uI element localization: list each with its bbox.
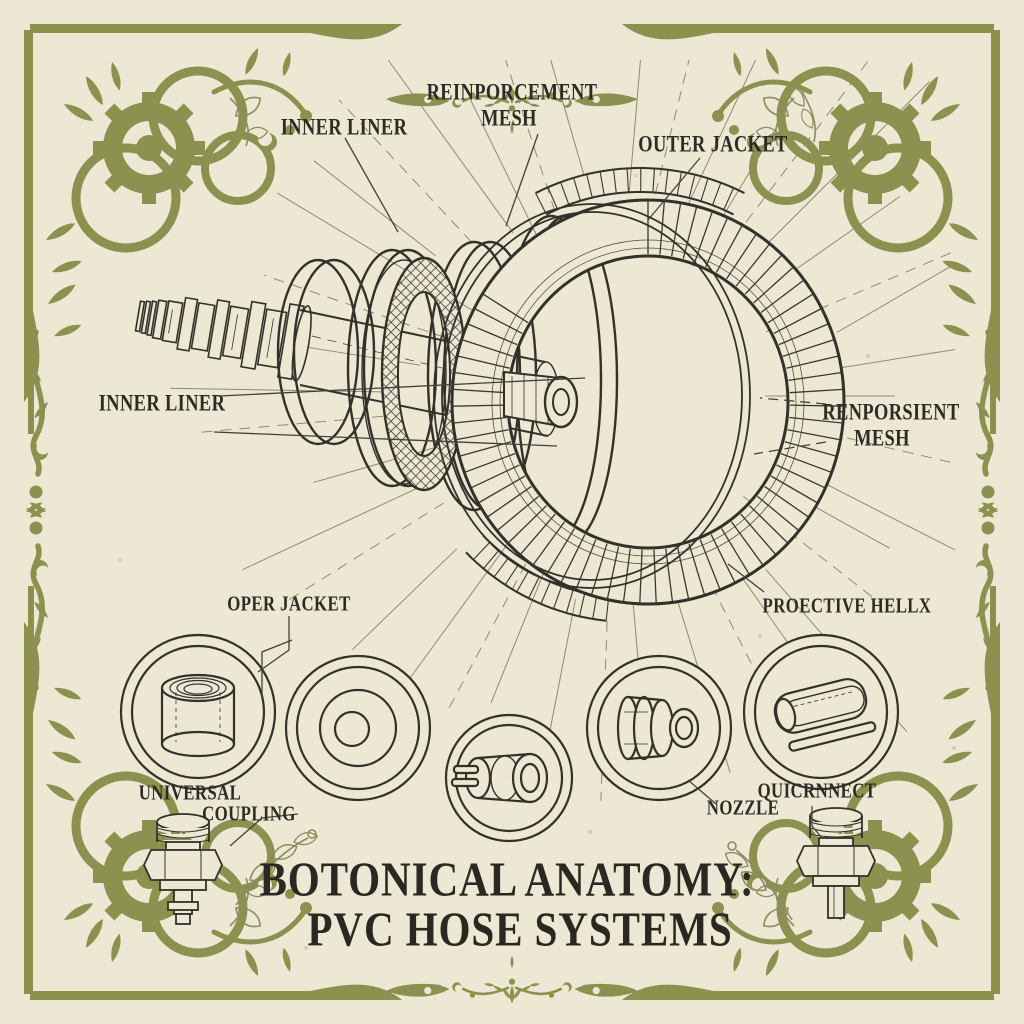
callout-inner-liner-top: INNER LINER bbox=[280, 114, 408, 140]
callout-reinforcement-mesh-right-line2: MESH bbox=[854, 425, 910, 451]
outer-jacket-ring bbox=[433, 198, 846, 606]
detail-medallions bbox=[119, 633, 900, 843]
medallion-cutaway-ring bbox=[284, 654, 432, 802]
callout-inner-liner-left: INNER LINER bbox=[98, 390, 226, 416]
corner-fittings bbox=[143, 807, 876, 925]
poster-title-line2: PVC HOSE SYSTEMS bbox=[307, 901, 733, 957]
callout-protective-helix: PROECTIVE HELLX bbox=[762, 593, 932, 618]
center-flourish-bottom bbox=[386, 956, 638, 1003]
sketched-sprigs bbox=[235, 82, 818, 921]
callout-universal-coupling-line2: COUPLING bbox=[202, 801, 296, 826]
callout-reinforcement-mesh-right-line1: RENPORSIENT bbox=[822, 399, 960, 425]
medallion-nozzle-insert bbox=[444, 713, 574, 843]
medallion-helix-channel bbox=[742, 633, 900, 791]
medallion-coupling-sleeve bbox=[119, 633, 277, 791]
callout-reinforcement-mesh-line2: MESH bbox=[481, 105, 537, 131]
hose-threaded-fitting bbox=[134, 296, 312, 382]
exploded-hose-diagram bbox=[134, 198, 846, 606]
callout-reinforcement-mesh-line1: REINPORCEMENT bbox=[426, 79, 598, 105]
poster-title-line1: BOTONICAL ANATOMY: bbox=[259, 851, 755, 907]
callout-nozzle: NOZZLE bbox=[706, 795, 780, 820]
callout-leader-lines bbox=[213, 133, 827, 847]
callout-quick-connect: QUICRNNECT bbox=[757, 778, 877, 803]
medallion-coupler-stack bbox=[585, 654, 733, 802]
center-nozzle-stub bbox=[503, 370, 579, 429]
callout-universal-coupling-line1: UNIVERSAL bbox=[138, 780, 242, 805]
callout-outer-jacket-lower: OPER JACKET bbox=[227, 591, 351, 616]
fitting-bottom-right bbox=[796, 807, 876, 919]
fitting-bottom-left bbox=[143, 813, 223, 925]
callout-outer-jacket-top: OUTER JACKET bbox=[638, 131, 788, 157]
